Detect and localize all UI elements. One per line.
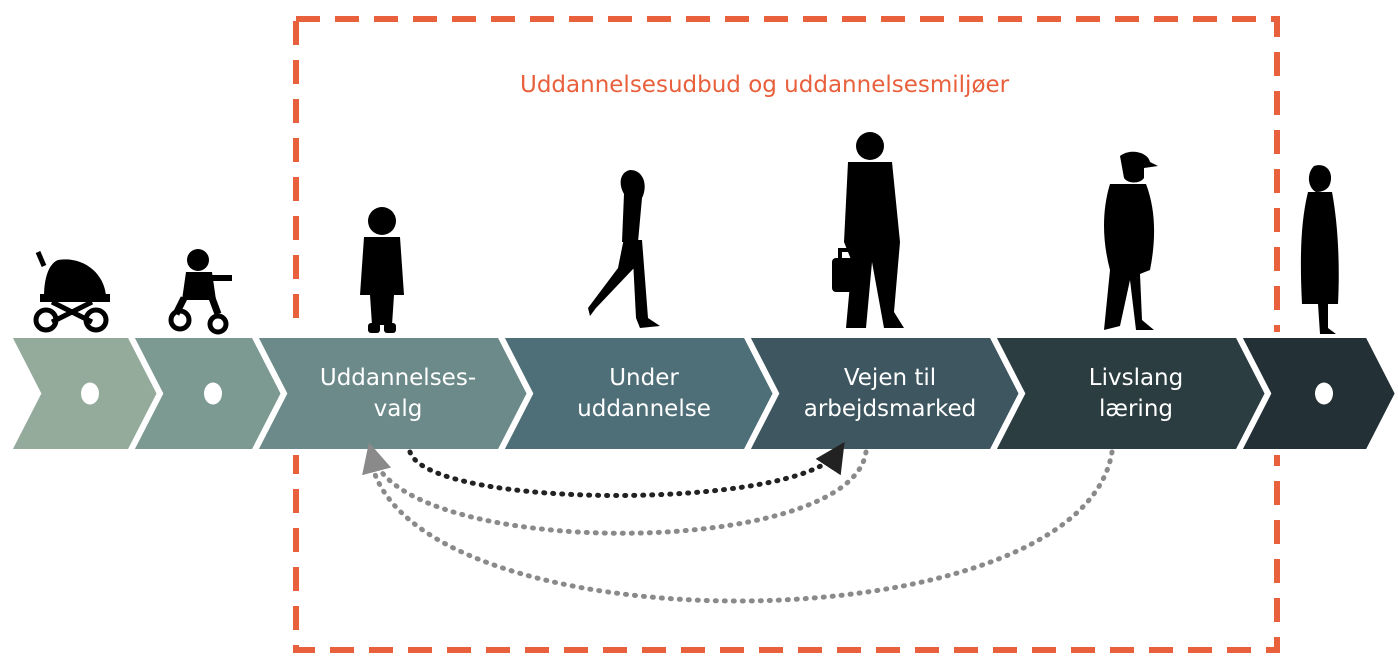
stage-label-choice: Uddannelses-valg bbox=[288, 363, 508, 425]
stage-label-line: valg bbox=[373, 395, 423, 422]
stage-dot-infant bbox=[81, 382, 99, 405]
stage-label-line: Vejen til bbox=[843, 364, 937, 391]
stage-label-studying: Under uddannelse bbox=[534, 363, 754, 425]
businessman-with-briefcase-icon bbox=[832, 132, 904, 328]
stage-label-line: Under bbox=[609, 364, 679, 391]
boy-standing-icon bbox=[360, 207, 404, 333]
arrow-choice-to-job-path bbox=[407, 441, 845, 498]
stage-dot-elderly bbox=[1315, 382, 1333, 405]
stage-label-line: arbejdsmarked bbox=[803, 395, 977, 422]
stage-label-line: Livslang bbox=[1088, 364, 1184, 391]
stage-dot-toddler bbox=[204, 382, 222, 405]
stage-label-line: Uddannelses- bbox=[319, 364, 477, 391]
stage-label-lifelong: Livslang læring bbox=[1026, 363, 1246, 425]
arrow-lifelong-to-choice bbox=[367, 449, 1115, 604]
frame-title: Uddannelsesudbud og uddannelsesmiljøer bbox=[520, 72, 1010, 98]
stage-label-job-path: Vejen til arbejdsmarked bbox=[780, 363, 1000, 425]
girl-walking-icon bbox=[588, 170, 660, 328]
baby-stroller-icon bbox=[33, 251, 110, 333]
arrow-job-path-to-choice bbox=[362, 442, 869, 536]
elderly-woman-icon bbox=[1300, 165, 1339, 334]
child-on-tricycle-icon bbox=[168, 249, 232, 335]
older-man-with-cap-icon bbox=[1104, 151, 1158, 330]
stage-label-line: uddannelse bbox=[577, 395, 711, 422]
stage-label-line: læring bbox=[1099, 395, 1173, 422]
